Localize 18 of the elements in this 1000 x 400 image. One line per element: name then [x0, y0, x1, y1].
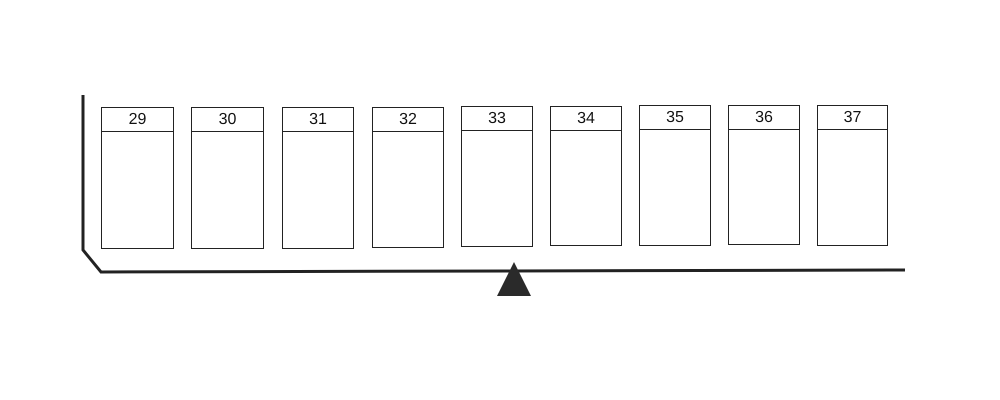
numbered-slot	[728, 105, 800, 245]
numbered-slot	[101, 107, 174, 249]
numbered-slot	[461, 106, 533, 247]
numbered-slot	[639, 105, 711, 246]
slot-number: 37	[844, 109, 862, 126]
slot-number: 36	[755, 109, 773, 126]
slot-number: 29	[128, 111, 146, 128]
slot-number: 30	[218, 111, 236, 128]
slot-number: 34	[577, 110, 595, 127]
numbered-slot	[372, 107, 444, 248]
numbered-slot	[550, 106, 622, 246]
numbered-slot	[817, 105, 888, 246]
slot-number: 35	[666, 109, 684, 126]
slot-number: 33	[488, 110, 506, 127]
slot-number: 31	[309, 111, 327, 128]
slot-number: 32	[399, 111, 417, 128]
numbered-slot	[191, 107, 264, 249]
numbered-slot	[282, 107, 354, 249]
